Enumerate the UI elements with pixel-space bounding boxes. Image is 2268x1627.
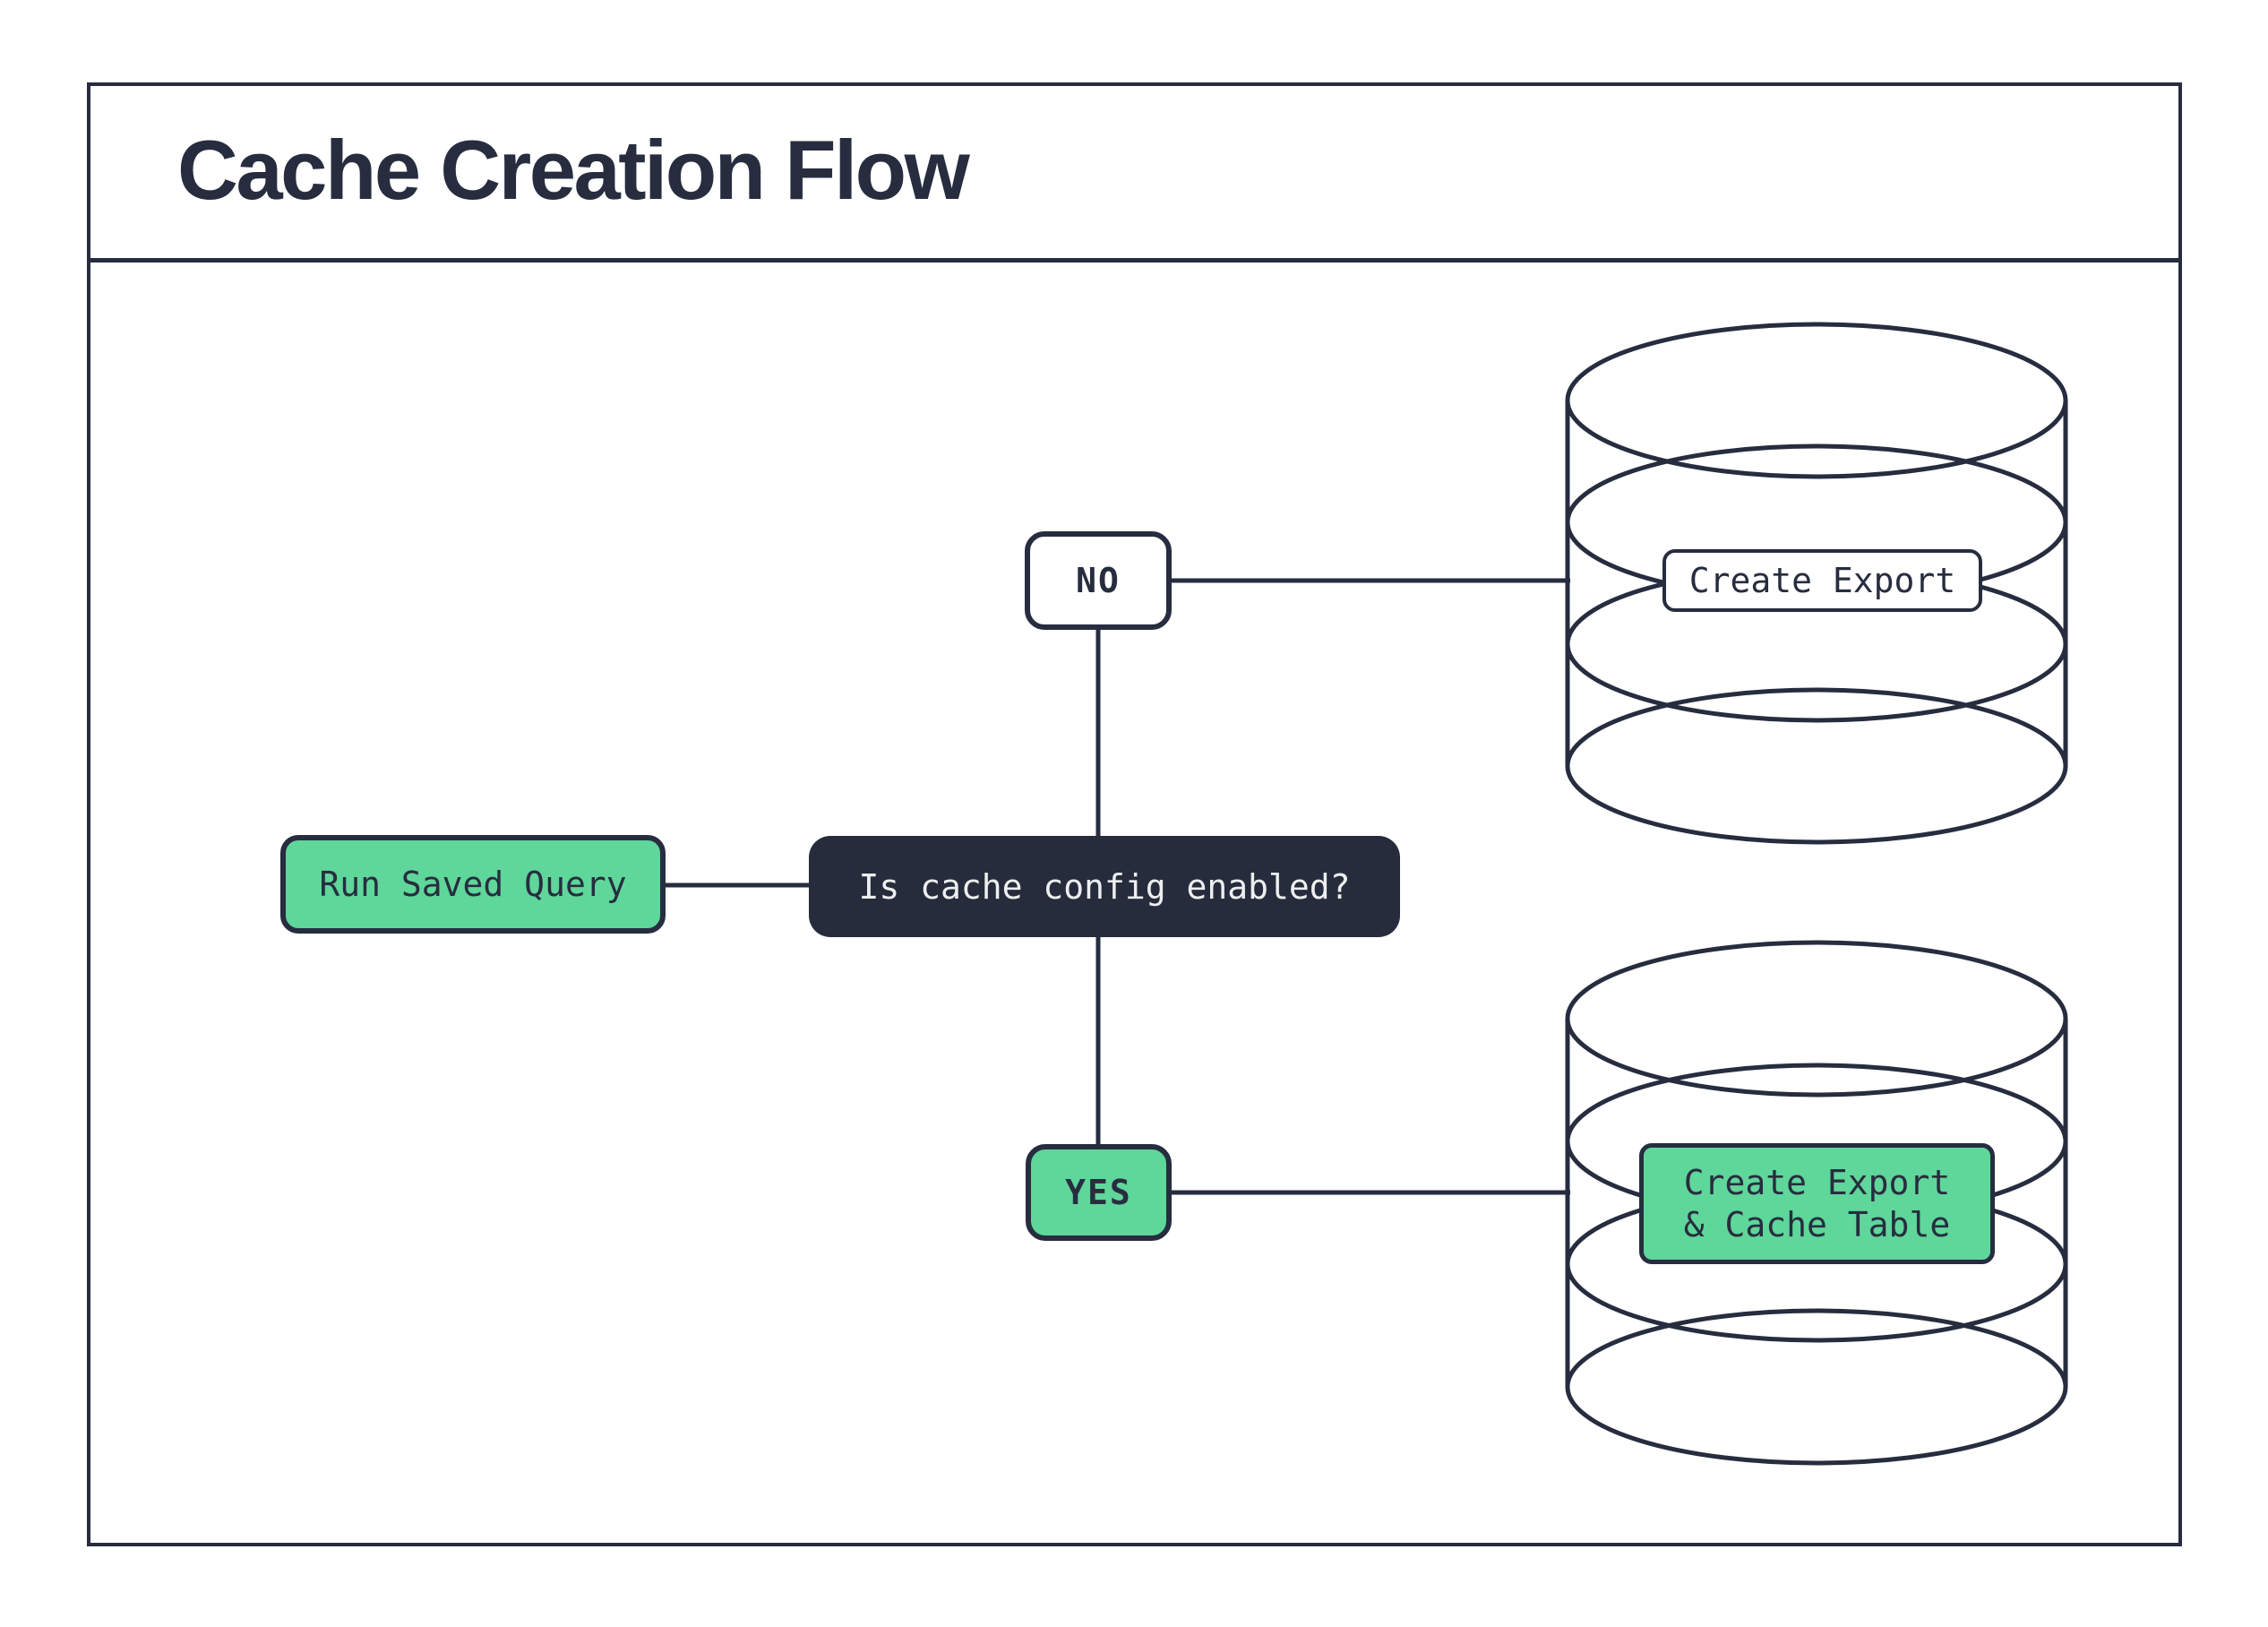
diagram-header: Cache Creation Flow: [87, 82, 2182, 263]
create-export-label: Create Export: [1688, 561, 1956, 600]
start-node-label: Run Saved Query: [319, 865, 627, 904]
action-label-create-export-cache-table: Create Export & Cache Table: [1639, 1143, 1995, 1264]
branch-node-yes: YES: [1026, 1144, 1172, 1241]
create-export-cache-line1: Create Export: [1683, 1162, 1951, 1202]
create-export-cache-line2: & Cache Table: [1683, 1204, 1951, 1244]
page-title: Cache Creation Flow: [177, 123, 970, 217]
decision-node-cache-config: Is cache config enabled?: [809, 836, 1400, 937]
start-node-run-saved-query: Run Saved Query: [280, 835, 666, 934]
branch-yes-label: YES: [1065, 1173, 1132, 1212]
diagram-frame: [87, 82, 2182, 1546]
action-label-create-export: Create Export: [1662, 549, 1982, 612]
branch-no-label: NO: [1076, 561, 1121, 600]
branch-node-no: NO: [1025, 531, 1172, 630]
decision-node-label: Is cache config enabled?: [858, 866, 1351, 907]
